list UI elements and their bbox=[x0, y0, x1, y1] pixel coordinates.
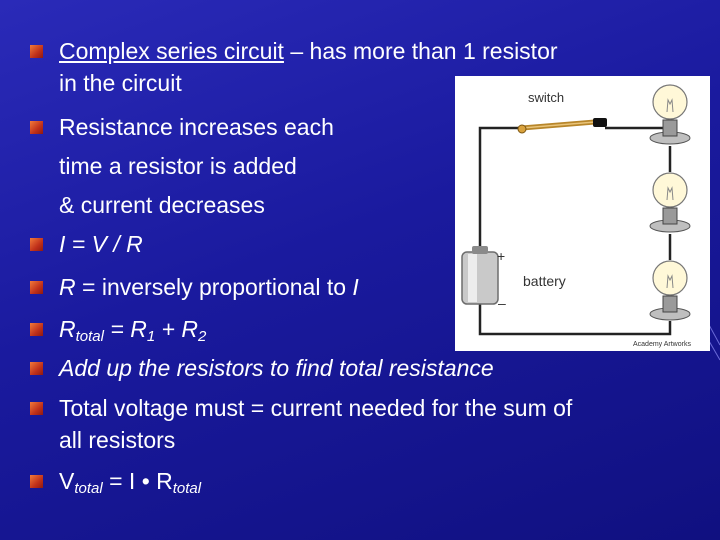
bullet-text: time a resistor is added bbox=[59, 153, 297, 179]
switch-label: switch bbox=[528, 90, 564, 105]
bullet-text: & current decreases bbox=[59, 192, 265, 218]
bullet-marker-icon bbox=[30, 475, 43, 488]
bullet-text: all resistors bbox=[59, 427, 176, 453]
light-bulb-icon bbox=[649, 260, 691, 321]
bullet-text: Total voltage must = current needed for … bbox=[59, 395, 573, 421]
credit-label: Academy Artworks bbox=[633, 341, 691, 348]
bullet-marker-icon bbox=[30, 45, 43, 58]
bullet-marker-icon bbox=[30, 402, 43, 415]
bullet-text: in the circuit bbox=[59, 70, 182, 96]
battery-label: battery bbox=[523, 273, 566, 289]
formula-total-resistance: Rtotal = R1 + R2 bbox=[59, 316, 207, 345]
bullet-marker-icon bbox=[30, 362, 43, 375]
bullet-text: – has more than 1 resistor bbox=[283, 38, 558, 64]
bullet-marker-icon bbox=[30, 238, 43, 251]
circuit-diagram: switch + – battery Academy bbox=[455, 76, 710, 351]
bullet-marker-icon bbox=[30, 281, 43, 294]
battery-minus-label: – bbox=[498, 295, 506, 311]
bullet-marker-icon bbox=[30, 121, 43, 134]
switch-icon bbox=[517, 118, 607, 134]
circuit-wires bbox=[478, 126, 672, 336]
battery-plus-label: + bbox=[497, 248, 505, 264]
bullet-text: Resistance increases each bbox=[59, 114, 334, 140]
formula-ohms-law: I = V / R bbox=[59, 231, 143, 257]
term-complex-series-circuit: Complex series circuit bbox=[59, 38, 284, 64]
light-bulb-icon bbox=[649, 84, 691, 145]
bullet-marker-icon bbox=[30, 323, 43, 336]
formula-total-voltage: Vtotal = I • Rtotal bbox=[59, 468, 202, 497]
bullet-text: Add up the resistors to find total resis… bbox=[59, 355, 494, 381]
light-bulb-icon bbox=[649, 172, 691, 233]
battery-icon bbox=[461, 246, 499, 305]
